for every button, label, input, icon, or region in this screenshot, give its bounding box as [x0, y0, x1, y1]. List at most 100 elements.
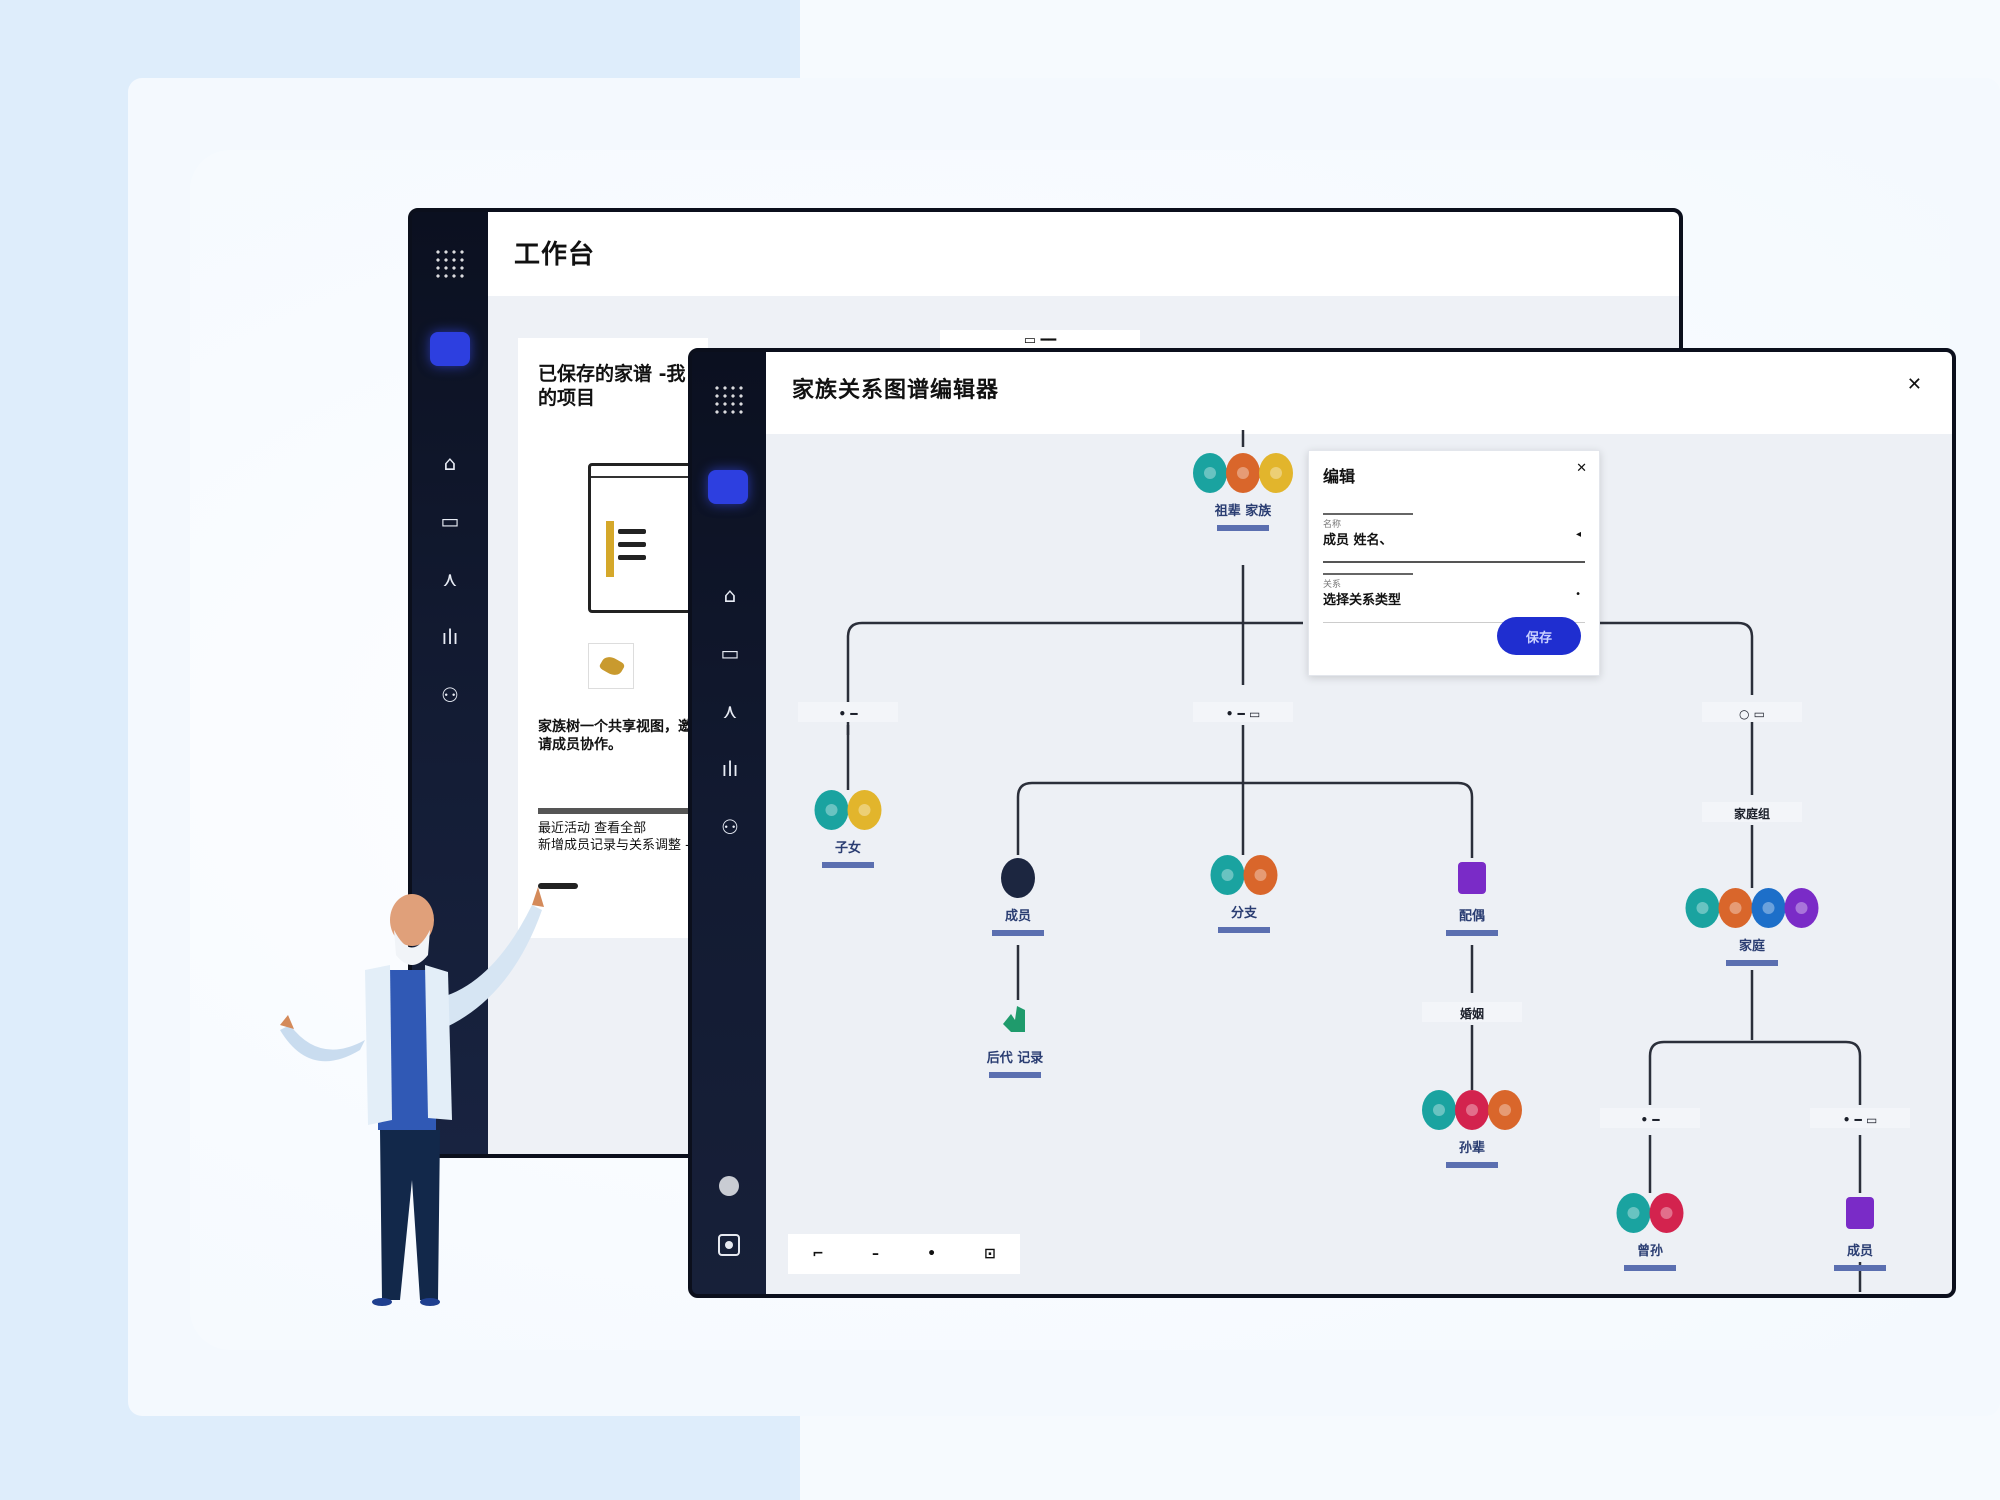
- edge-label-bg: [1702, 802, 1802, 822]
- save-button[interactable]: 保存: [1497, 617, 1581, 655]
- relation-select[interactable]: 关系 选择关系类型 •: [1323, 573, 1585, 623]
- member-avatar-purple: [1784, 888, 1819, 928]
- node-label-underline: [1217, 525, 1269, 531]
- chart-icon[interactable]: ılı: [441, 625, 459, 649]
- name-field[interactable]: 名称 成员 姓名、 ◂: [1323, 513, 1585, 563]
- caret-icon: ◂: [1575, 529, 1581, 540]
- fit-view-button[interactable]: ⌐: [812, 1246, 824, 1262]
- node-label: 祖辈 家族: [1214, 503, 1273, 519]
- edge-label-b3_mid[interactable]: 婚姻: [1460, 1006, 1484, 1021]
- zoom-out-button[interactable]: –: [871, 1246, 879, 1262]
- fullscreen-button[interactable]: ⊡: [984, 1246, 996, 1262]
- node-label: 家庭: [1739, 938, 1766, 954]
- tree-node-root[interactable]: [1193, 453, 1293, 493]
- center-button[interactable]: •: [927, 1246, 937, 1262]
- note-icon[interactable]: [588, 643, 634, 689]
- edge-label-bg: [1422, 1002, 1522, 1022]
- node-label: 配偶: [1459, 908, 1485, 924]
- home-icon[interactable]: ⌂: [443, 451, 457, 475]
- front-sidebar-nav: ⌂ ▭ ⋏ ılı ⚇: [692, 566, 768, 856]
- avatar-highlight: [1627, 1207, 1640, 1219]
- edge-label-bg: [1810, 1108, 1910, 1128]
- edge-label-c_mid[interactable]: 家庭组: [1734, 806, 1770, 821]
- tree-node-c2[interactable]: [1846, 1197, 1874, 1229]
- member-avatar-orange: [1226, 453, 1260, 493]
- avatar-highlight: [1433, 1104, 1445, 1116]
- active-nav-button[interactable]: [708, 470, 748, 504]
- popup-close-icon[interactable]: ✕: [1576, 461, 1587, 476]
- logo-icon: [713, 384, 745, 416]
- avatar-highlight: [1795, 902, 1808, 914]
- edge-label-bg: [1702, 702, 1802, 722]
- tree-node-c[interactable]: [1685, 888, 1819, 928]
- avatar-highlight: [1762, 902, 1775, 914]
- edge-label-c_c1[interactable]: • ━: [1640, 1113, 1660, 1127]
- edge-root-a: [846, 621, 1303, 735]
- name-field-value[interactable]: 成员 姓名、: [1323, 533, 1393, 548]
- edge-label-root_b[interactable]: • ━ ▭: [1226, 707, 1261, 721]
- member-avatar-purple: [1458, 862, 1486, 894]
- person-illustration: [280, 887, 544, 1306]
- tree-node-b3[interactable]: [1458, 862, 1486, 894]
- edge-label-root_a[interactable]: • ━: [838, 707, 858, 721]
- panel-title: 已保存的家谱 -我的项目: [538, 363, 686, 409]
- edge-label-bg: [1600, 1108, 1700, 1128]
- avatar-highlight: [1254, 869, 1267, 881]
- relation-select-value[interactable]: 选择关系类型: [1323, 593, 1402, 608]
- edge-b-split: [1016, 781, 1474, 858]
- member-avatar-orange: [1488, 1090, 1522, 1130]
- member-avatar-yellow: [847, 790, 882, 830]
- member-avatar-teal: [1193, 453, 1227, 493]
- tab-stub[interactable]: ▭ ━━: [940, 330, 1140, 352]
- node-label: 子女: [835, 840, 861, 856]
- avatar-highlight: [1729, 902, 1742, 914]
- node-label: 成员: [1847, 1243, 1873, 1259]
- edge-c-split: [1648, 1040, 1862, 1105]
- avatar-highlight: [825, 804, 838, 816]
- edge-label-root_c[interactable]: ○ ▭: [1739, 707, 1765, 721]
- dropdown-icon: •: [1575, 589, 1581, 600]
- active-nav-button[interactable]: [430, 332, 470, 366]
- chart-icon[interactable]: ılı: [721, 757, 739, 781]
- edge-root-c: [1600, 621, 1754, 695]
- node-label-underline: [1624, 1265, 1676, 1271]
- node-label-underline: [1726, 960, 1778, 966]
- settings-icon[interactable]: [718, 1234, 740, 1256]
- member-avatar-orange: [1718, 888, 1753, 928]
- node-label-underline: [1446, 1162, 1498, 1168]
- tree-node-b1[interactable]: [1001, 858, 1035, 898]
- node-label-underline: [822, 862, 874, 868]
- activity-heading[interactable]: 最近活动 查看全部: [538, 821, 647, 836]
- users-icon[interactable]: ⚇: [721, 815, 739, 839]
- inbox-icon[interactable]: ▭: [720, 641, 740, 665]
- tree-node-b1c[interactable]: [1003, 1006, 1025, 1032]
- users-icon[interactable]: ⚇: [441, 683, 459, 707]
- member-avatar-purple: [1846, 1197, 1874, 1229]
- edge-label-c_c2[interactable]: • ━ ▭: [1843, 1113, 1878, 1127]
- node-label: 后代 记录: [987, 1050, 1044, 1066]
- node-label-underline: [1218, 927, 1270, 933]
- tree-icon[interactable]: ⋏: [442, 567, 458, 591]
- relation-select-label: 关系: [1323, 573, 1413, 590]
- avatar-highlight: [858, 804, 871, 816]
- tree-node-b3c[interactable]: [1422, 1090, 1522, 1130]
- member-avatar-navy: [1001, 858, 1035, 898]
- avatar-highlight: [1499, 1104, 1511, 1116]
- member-avatar-blue: [1751, 888, 1786, 928]
- node-label-underline: [989, 1072, 1041, 1078]
- tree-node-a[interactable]: [814, 790, 882, 830]
- avatar[interactable]: [719, 1176, 739, 1196]
- tree-icon[interactable]: ⋏: [722, 699, 738, 723]
- inbox-icon[interactable]: ▭: [440, 509, 460, 533]
- project-panel: 已保存的家谱 -我的项目 家族树一个共享视图，邀请成员协作。 最近活动 查看全部…: [518, 338, 708, 938]
- tree-node-c1[interactable]: [1616, 1193, 1684, 1233]
- node-label: 曾孙: [1637, 1243, 1663, 1259]
- popup-title: 编辑: [1323, 467, 1356, 486]
- tree-node-b2[interactable]: [1210, 855, 1278, 895]
- edge-label-bg: [798, 702, 898, 722]
- panel-footer-link[interactable]: [538, 883, 578, 889]
- member-avatar-crimson: [1649, 1193, 1684, 1233]
- back-header: 工作台: [488, 212, 1679, 296]
- home-icon[interactable]: ⌂: [723, 583, 737, 607]
- close-icon[interactable]: ✕: [1906, 374, 1922, 395]
